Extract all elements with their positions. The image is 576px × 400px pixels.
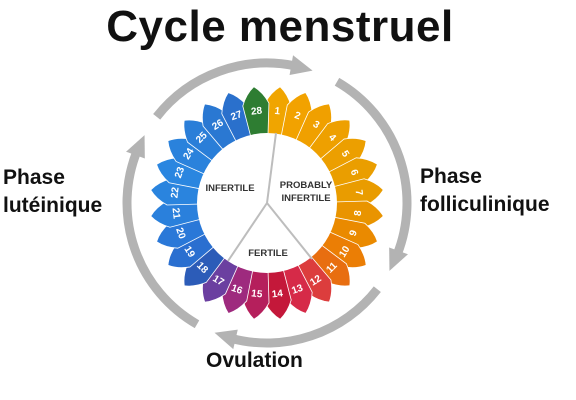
infertile-label: INFERTILE	[205, 183, 254, 194]
probably-infertile-line2: INFERTILE	[281, 193, 330, 204]
day-number: 5	[339, 149, 352, 160]
day-number: 28	[251, 105, 264, 117]
divider-line	[227, 202, 268, 262]
ovulation-label: Ovulation	[206, 349, 303, 372]
cycle-arrow	[334, 77, 412, 258]
day-number: 6	[348, 168, 360, 177]
day-petal	[242, 86, 270, 144]
day-number: 22	[169, 186, 181, 199]
cycle-arrows	[122, 55, 412, 350]
fertile-label: FERTILE	[248, 248, 288, 259]
day-number: 14	[271, 288, 284, 300]
day-number: 16	[230, 283, 245, 297]
day-number: 1	[274, 106, 281, 118]
divider-line	[266, 202, 313, 260]
luteal-phase-label: Phase lutéinique	[3, 164, 102, 220]
follicular-phase-line2: folliculinique	[420, 193, 550, 216]
inner-circle: INFERTILE PROBABLY INFERTILE FERTILE	[197, 132, 337, 273]
day-number: 21	[169, 207, 181, 220]
day-number: 7	[353, 189, 365, 196]
cycle-arrow	[153, 58, 298, 120]
day-number: 2	[293, 110, 302, 122]
day-number: 15	[251, 288, 264, 300]
luteal-phase-line2: lutéinique	[3, 194, 103, 217]
arrow-head-icon	[214, 329, 238, 350]
arrow-head-icon	[389, 247, 408, 271]
arrow-head-icon	[126, 135, 145, 159]
cycle-arrow	[122, 148, 200, 329]
day-number: 3	[311, 119, 322, 132]
page-title: Cycle menstruel	[106, 2, 454, 51]
follicular-phase-label: Phase folliculinique	[420, 163, 550, 219]
cycle-arrow	[229, 286, 381, 348]
arrow-head-icon	[289, 55, 313, 75]
day-number: 8	[353, 209, 365, 216]
probably-infertile-line1: PROBABLY	[280, 180, 333, 191]
day-number: 20	[173, 226, 187, 241]
luteal-phase-line1: Phase	[3, 166, 65, 189]
day-number: 9	[348, 228, 360, 237]
follicular-phase-line1: Phase	[420, 165, 482, 188]
divider-line	[266, 132, 277, 204]
day-number: 27	[230, 109, 245, 123]
day-number: 13	[290, 283, 305, 297]
day-number: 23	[173, 165, 187, 180]
